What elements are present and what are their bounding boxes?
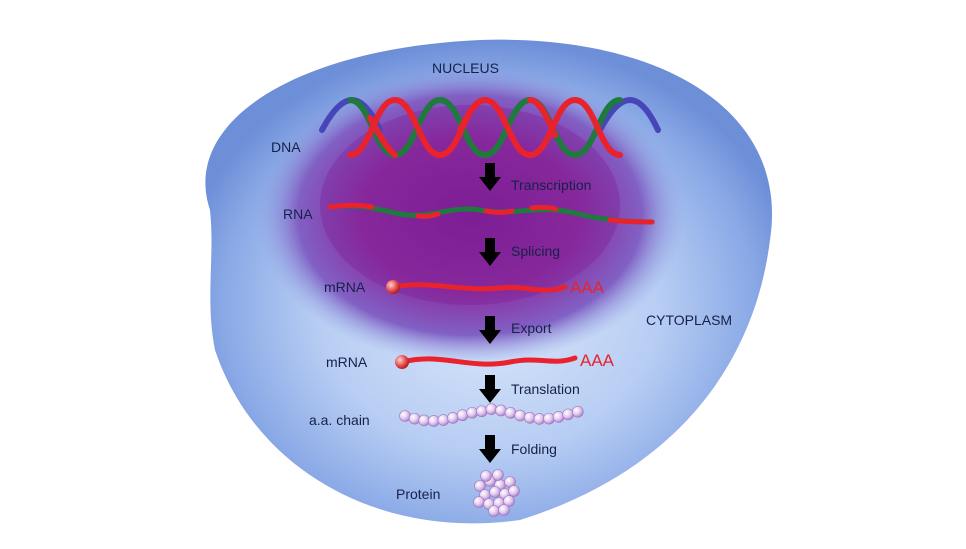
arrow-transcription bbox=[479, 163, 501, 191]
aa-chain-beads bbox=[399, 403, 584, 427]
protein-cluster bbox=[473, 469, 520, 517]
arrow-translation bbox=[479, 375, 501, 403]
amino-acid-bead bbox=[466, 406, 479, 419]
protein-label: Protein bbox=[396, 486, 440, 502]
rna-strand bbox=[327, 202, 655, 225]
amino-acid-bead bbox=[456, 409, 469, 422]
cytoplasm-label: CYTOPLASM bbox=[646, 312, 732, 328]
mrna-cytoplasm-label: mRNA bbox=[326, 354, 368, 370]
step-translation-label: Translation bbox=[511, 381, 580, 397]
protein-bead bbox=[474, 480, 486, 492]
amino-acid-bead bbox=[485, 403, 498, 415]
step-folding-label: Folding bbox=[511, 441, 557, 457]
amino-acid-bead bbox=[447, 412, 459, 424]
amino-acid-bead bbox=[571, 405, 584, 418]
amino-acid-bead bbox=[408, 412, 421, 425]
nucleus bbox=[255, 65, 685, 365]
protein-bead bbox=[508, 485, 520, 497]
amino-acid-bead bbox=[523, 412, 536, 424]
dna-red-segment-2 bbox=[457, 97, 488, 133]
amino-acid-bead bbox=[562, 408, 575, 421]
arrow-export bbox=[479, 316, 501, 344]
dna-strand-blue-right bbox=[597, 96, 661, 133]
step-export-label: Export bbox=[511, 320, 552, 336]
process-arrows bbox=[479, 163, 501, 463]
dna-red-segment-1 bbox=[367, 115, 398, 158]
aa-chain-label: a.a. chain bbox=[309, 412, 370, 428]
dna-helix bbox=[319, 96, 661, 159]
amino-acid-bead bbox=[399, 410, 411, 422]
rna-label: RNA bbox=[283, 206, 313, 222]
amino-acid-bead bbox=[495, 404, 507, 417]
dna-label: DNA bbox=[271, 139, 301, 155]
protein-bead bbox=[503, 495, 515, 507]
mrna-cap-cytoplasm bbox=[395, 355, 409, 369]
protein-bead bbox=[480, 470, 492, 482]
mrna-cytoplasm bbox=[395, 355, 578, 369]
arrow-splicing bbox=[479, 238, 501, 266]
poly-a-tail-nucleus: AAA bbox=[570, 278, 605, 297]
dna-red-segment-3 bbox=[527, 97, 558, 138]
mrna-nucleus-label: mRNA bbox=[324, 279, 366, 295]
mrna-nucleus bbox=[386, 280, 568, 294]
protein-bead bbox=[492, 469, 504, 481]
protein-bead bbox=[498, 504, 510, 516]
protein-bead bbox=[488, 505, 500, 517]
step-transcription-label: Transcription bbox=[511, 177, 591, 193]
amino-acid-bead bbox=[427, 415, 440, 427]
protein-bead bbox=[473, 496, 485, 508]
step-splicing-label: Splicing bbox=[511, 243, 560, 259]
mrna-cap-nucleus bbox=[386, 280, 400, 294]
arrow-folding bbox=[479, 435, 501, 463]
amino-acid-bead bbox=[475, 405, 488, 418]
amino-acid-bead bbox=[514, 409, 527, 422]
amino-acid-bead bbox=[504, 407, 517, 419]
amino-acid-bead bbox=[437, 414, 450, 426]
protein-bead bbox=[489, 486, 501, 498]
amino-acid-bead bbox=[552, 411, 565, 423]
nucleus-label: NUCLEUS bbox=[432, 60, 499, 76]
poly-a-tail-cytoplasm: AAA bbox=[580, 351, 615, 370]
amino-acid-bead bbox=[543, 412, 555, 425]
